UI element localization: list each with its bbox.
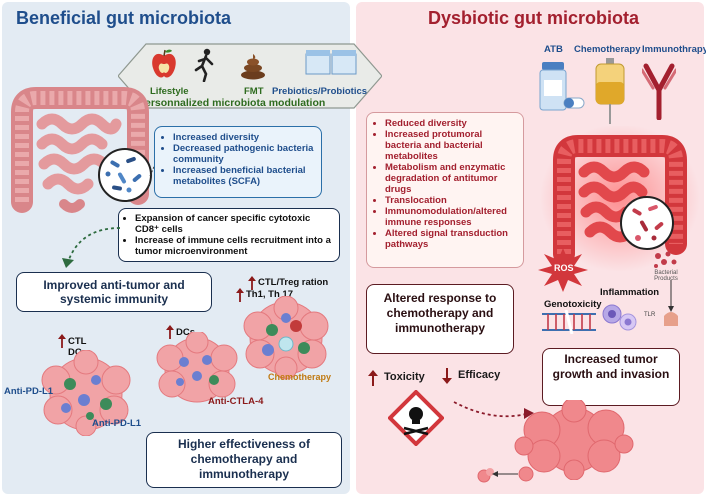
dysbiotic-effect-item: Immunomodulation/altered immune response… bbox=[385, 206, 519, 228]
bacterial-products-icon bbox=[654, 251, 677, 268]
down-arrow-icon bbox=[442, 368, 452, 384]
up-arrow-icon bbox=[166, 325, 174, 339]
up-arrow-icon bbox=[58, 334, 66, 348]
dcs-label-middle: DCs bbox=[176, 327, 196, 338]
antibiotic-icon bbox=[539, 62, 585, 111]
chemotherapy-top-label: Chemotherapy bbox=[574, 44, 641, 55]
healthy-colon-icon bbox=[10, 87, 149, 213]
dysbiotic-effect-item: Translocation bbox=[385, 195, 519, 206]
genotoxicity-label: Genotoxicity bbox=[544, 299, 602, 310]
dysbiotic-effects-box: Reduced diversity Increased protumoral b… bbox=[366, 112, 524, 268]
immune-effect-item: Expansion of cancer specific cytotoxic C… bbox=[135, 213, 335, 235]
prebiotics-label: Prebiotics/Probiotics bbox=[272, 86, 368, 97]
bacterial-products-label: Bacterial Products bbox=[654, 270, 678, 282]
ros-burst-icon bbox=[538, 248, 588, 292]
fmt-label: FMT bbox=[244, 86, 264, 97]
immune-effect-item: Increase of immune cells recruitment int… bbox=[135, 235, 335, 257]
higher-effectiveness-box: Higher effectiveness of chemotherapy and… bbox=[146, 432, 342, 488]
th-label: Th1, Th 17 bbox=[246, 289, 293, 300]
tumor-cluster-chemotherapy bbox=[243, 296, 329, 380]
ctl-treg-label: CTL/Treg ration bbox=[258, 277, 329, 288]
dysbiotic-effect-item: Reduced diversity bbox=[385, 118, 519, 129]
chemotherapy-label: Chemotherapy bbox=[268, 372, 332, 382]
tumor-mass-icon bbox=[514, 400, 634, 480]
ctl-label: CTL bbox=[68, 336, 87, 347]
tumor-cluster-ctla4 bbox=[156, 332, 238, 403]
chemotherapy-bag-icon bbox=[595, 58, 625, 124]
dysbiotic-effect-item: Altered signal transduction pathways bbox=[385, 228, 519, 250]
immune-cells-icon bbox=[602, 304, 637, 331]
antibody-icon bbox=[642, 63, 676, 120]
toxicity-label: Toxicity bbox=[384, 371, 425, 383]
beneficial-effect-item: Increased beneficial bacterial metabolit… bbox=[173, 165, 316, 187]
up-arrow-icon bbox=[368, 370, 378, 386]
dna-damage-icon bbox=[542, 310, 596, 334]
atb-label: ATB bbox=[544, 44, 563, 55]
tlr-receptor-icon bbox=[664, 280, 678, 326]
tumor-growth-box: Increased tumor growth and invasion bbox=[542, 348, 680, 406]
altered-response-box: Altered response to chemotherapy and imm… bbox=[366, 284, 514, 354]
up-arrow-icon bbox=[248, 276, 256, 290]
stool-icon bbox=[241, 54, 265, 80]
anti-pdl1-label-a: Anti-PD-L1 bbox=[4, 386, 54, 397]
immune-effects-box: Expansion of cancer specific cytotoxic C… bbox=[118, 208, 340, 262]
immunotherapy-label: Immunothrapy bbox=[642, 44, 706, 55]
dcs-label-left: DCs bbox=[68, 347, 88, 358]
probiotics-icon bbox=[305, 50, 357, 75]
modulation-title: Personnalized microbiota modulation bbox=[138, 97, 326, 109]
beneficial-bacteria-icon bbox=[98, 148, 152, 202]
runner-icon bbox=[194, 48, 214, 82]
lifestyle-label: Lifestyle bbox=[150, 86, 189, 97]
beneficial-effects-box: Increased diversity Decreased pathogenic… bbox=[154, 126, 322, 198]
tumor-cluster-pdl1 bbox=[41, 350, 131, 436]
anti-ctla4-label: Anti-CTLA-4 bbox=[208, 396, 264, 407]
toxicity-hazard-icon bbox=[388, 390, 444, 446]
dysbiotic-title: Dysbiotic gut microbiota bbox=[428, 8, 640, 28]
inflammation-label: Inflammation bbox=[600, 287, 660, 298]
improved-immunity-box: Improved anti-tumor and systemic immunit… bbox=[16, 272, 212, 312]
beneficial-effect-item: Decreased pathogenic bacteria community bbox=[173, 143, 316, 165]
up-arrow-icon bbox=[236, 288, 244, 302]
beneficial-effect-item: Increased diversity bbox=[173, 132, 316, 143]
progression-arrow bbox=[453, 401, 534, 419]
dashed-arrow bbox=[62, 227, 121, 268]
ros-label: ROS bbox=[554, 263, 574, 273]
tlr-label: TLR bbox=[644, 312, 656, 318]
anti-pdl1-label-b: Anti-PD-L1 bbox=[92, 418, 142, 429]
beneficial-title: Beneficial gut microbiota bbox=[16, 8, 232, 28]
dysbiotic-effect-item: Metabolism and enzymatic degradation of … bbox=[385, 162, 519, 195]
dysbiotic-bacteria-icon bbox=[620, 196, 674, 250]
dysbiotic-effect-item: Increased protumoral bacteria and bacter… bbox=[385, 129, 519, 162]
metastasis-icon bbox=[477, 466, 534, 483]
efficacy-label: Efficacy bbox=[458, 369, 501, 381]
apple-icon bbox=[152, 49, 176, 78]
